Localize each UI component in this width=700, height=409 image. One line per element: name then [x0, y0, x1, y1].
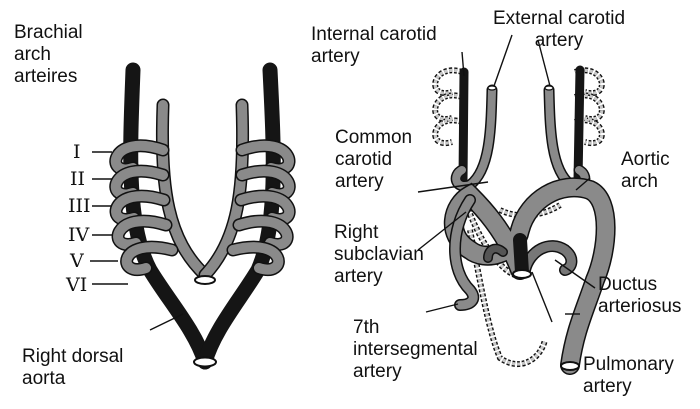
arch-numeral-4: IV — [68, 225, 89, 245]
pulmonary-artery-label: Pulmonary artery — [583, 354, 674, 398]
aortic-arch-label: Aortic arch — [621, 149, 670, 193]
seventh-line-1: 7th — [353, 317, 478, 339]
right-subclavian-line-1: Right — [334, 222, 424, 244]
brachial-arch-label: Brachial arch arteires — [14, 22, 83, 88]
common-carotid-label: Common carotid artery — [335, 127, 412, 193]
arch-numeral-1: I — [73, 142, 81, 162]
arch-numeral-5: V — [70, 251, 84, 271]
right-dorsal-line-2: aorta — [22, 368, 123, 390]
aortic-arch-line-1: Aortic — [621, 149, 670, 171]
arch-numeral-2: II — [70, 169, 85, 189]
left-figure — [90, 70, 289, 367]
aortic-arch-line-2: arch — [621, 171, 670, 193]
pulmonary-line-1: Pulmonary — [583, 354, 674, 376]
right-dorsal-aorta-label: Right dorsal aorta — [22, 346, 123, 390]
common-carotid-line-2: carotid — [335, 149, 412, 171]
internal-carotid-right-vessel — [578, 70, 580, 180]
left-aorta-opening — [194, 358, 216, 367]
ductus-line-2: arteriosus — [598, 296, 681, 318]
ductus-arteriosus-label: Ductus arteriosus — [598, 274, 681, 318]
right-dorsal-line-1: Right dorsal — [22, 346, 123, 368]
internal-carotid-line-1: Internal carotid — [311, 24, 437, 46]
right-subclavian-label: Right subclavian artery — [334, 222, 424, 288]
external-carotid-label: External carotid artery — [493, 8, 625, 52]
ductus-line-1: Ductus — [598, 274, 681, 296]
external-carotid-line-2: artery — [493, 30, 625, 52]
arch-numeral-3: III — [68, 196, 91, 216]
seventh-line-3: artery — [353, 361, 478, 383]
external-carotid-line-1: External carotid — [493, 8, 625, 30]
arch-numeral-6: VI — [66, 275, 87, 295]
brachial-line-2: arch — [14, 44, 83, 66]
right-subclavian-line-2: subclavian — [334, 244, 424, 266]
seventh-intersegmental-label: 7th intersegmental artery — [353, 317, 478, 383]
brachial-line-1: Brachial — [14, 22, 83, 44]
internal-carotid-label: Internal carotid artery — [311, 24, 437, 68]
left-truncus-opening — [195, 276, 215, 284]
seventh-line-2: intersegmental — [353, 339, 478, 361]
internal-carotid-line-2: artery — [311, 46, 437, 68]
pulmonary-line-2: artery — [583, 376, 674, 398]
internal-carotid-left-vessel — [463, 72, 464, 180]
right-subclavian-line-3: artery — [334, 266, 424, 288]
brachial-line-3: arteires — [14, 66, 83, 88]
common-carotid-line-3: artery — [335, 171, 412, 193]
pulmonary-trunk — [520, 240, 522, 272]
common-carotid-line-1: Common — [335, 127, 412, 149]
